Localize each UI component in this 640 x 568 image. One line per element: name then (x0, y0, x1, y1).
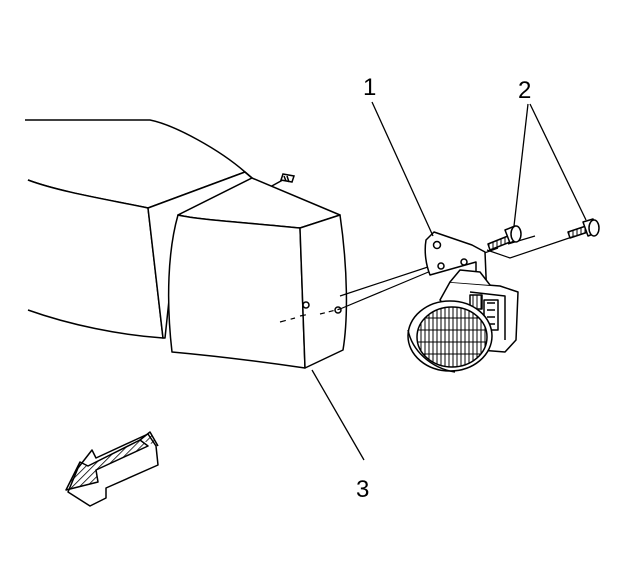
leader-line-3 (311, 369, 365, 461)
mounting-bracket (424, 231, 488, 301)
fog-lamp-housing (167, 177, 348, 369)
callout-3: 3 (356, 476, 369, 503)
view-direction-arrow-icon (65, 431, 159, 507)
fog-lamp-assembly (407, 269, 519, 373)
leader-line-1 (371, 101, 434, 237)
rear-bumper-section (25, 119, 253, 339)
callout-2: 2 (518, 77, 531, 104)
alignment-lines (279, 235, 576, 323)
callout-1: 1 (363, 74, 376, 101)
leader-lines (311, 101, 587, 461)
mounting-stud (269, 173, 295, 188)
leader-line-2a (513, 103, 529, 227)
leader-line-2b (529, 103, 587, 221)
bolt-right (567, 218, 600, 239)
bolt-left (487, 225, 522, 251)
